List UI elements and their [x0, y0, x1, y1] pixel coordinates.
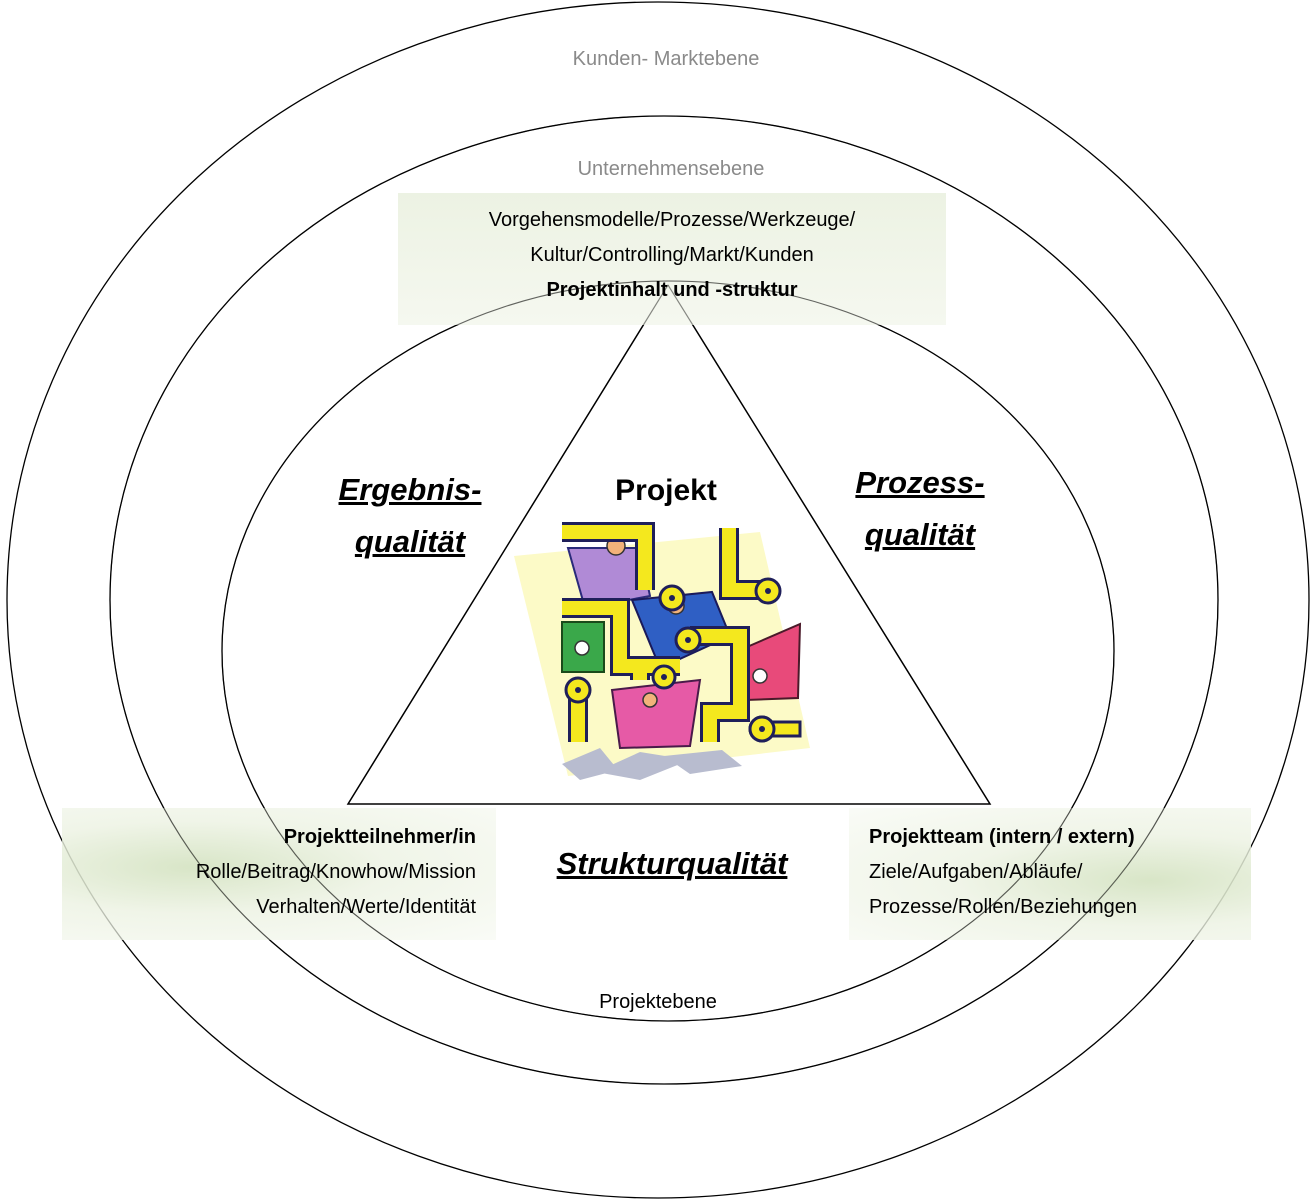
right-box-line-3: Prozesse/Rollen/Beziehungen: [869, 896, 1137, 918]
top-box-line-2: Kultur/Controlling/Markt/Kunden: [530, 244, 814, 266]
result-quality-line-1: Ergebnis-: [338, 472, 482, 507]
top-box-line-3: Projektinhalt und -struktur: [546, 279, 798, 301]
result-quality-label: Ergebnis- qualität: [339, 464, 482, 568]
left-box-line-2: Rolle/Beitrag/Knowhow/Mission: [195, 861, 476, 883]
process-quality-label: Prozess- qualität: [855, 457, 984, 561]
outer-ring-label: Kunden- Marktebene: [572, 48, 760, 70]
project-title: Projekt: [615, 474, 717, 507]
right-box-line-1: Projektteam (intern / extern): [869, 826, 1135, 848]
right-box-line-2: Ziele/Aufgaben/Abläufe/: [869, 861, 1083, 883]
company-level-box: Vorgehensmodelle/Prozesse/Werkzeuge/ Kul…: [398, 193, 946, 325]
outer-ring: [6, 1, 1310, 1199]
left-box-line-3: Verhalten/Werte/Identität: [256, 896, 476, 918]
structure-quality-label: Strukturqualität: [556, 846, 788, 881]
project-team-box: Projektteam (intern / extern) Ziele/Aufg…: [849, 808, 1251, 940]
top-box-line-1: Vorgehensmodelle/Prozesse/Werkzeuge/: [488, 209, 856, 231]
process-quality-line-1: Prozess-: [855, 465, 985, 500]
middle-ring-label: Unternehmensebene: [577, 158, 765, 180]
inner-ring-label: Projektebene: [599, 991, 717, 1013]
process-quality-line-2: qualität: [864, 517, 976, 552]
result-quality-line-2: qualität: [354, 524, 466, 559]
left-box-line-1: Projektteilnehmer/in: [283, 826, 476, 848]
participant-box: Projektteilnehmer/in Rolle/Beitrag/Knowh…: [62, 808, 496, 940]
